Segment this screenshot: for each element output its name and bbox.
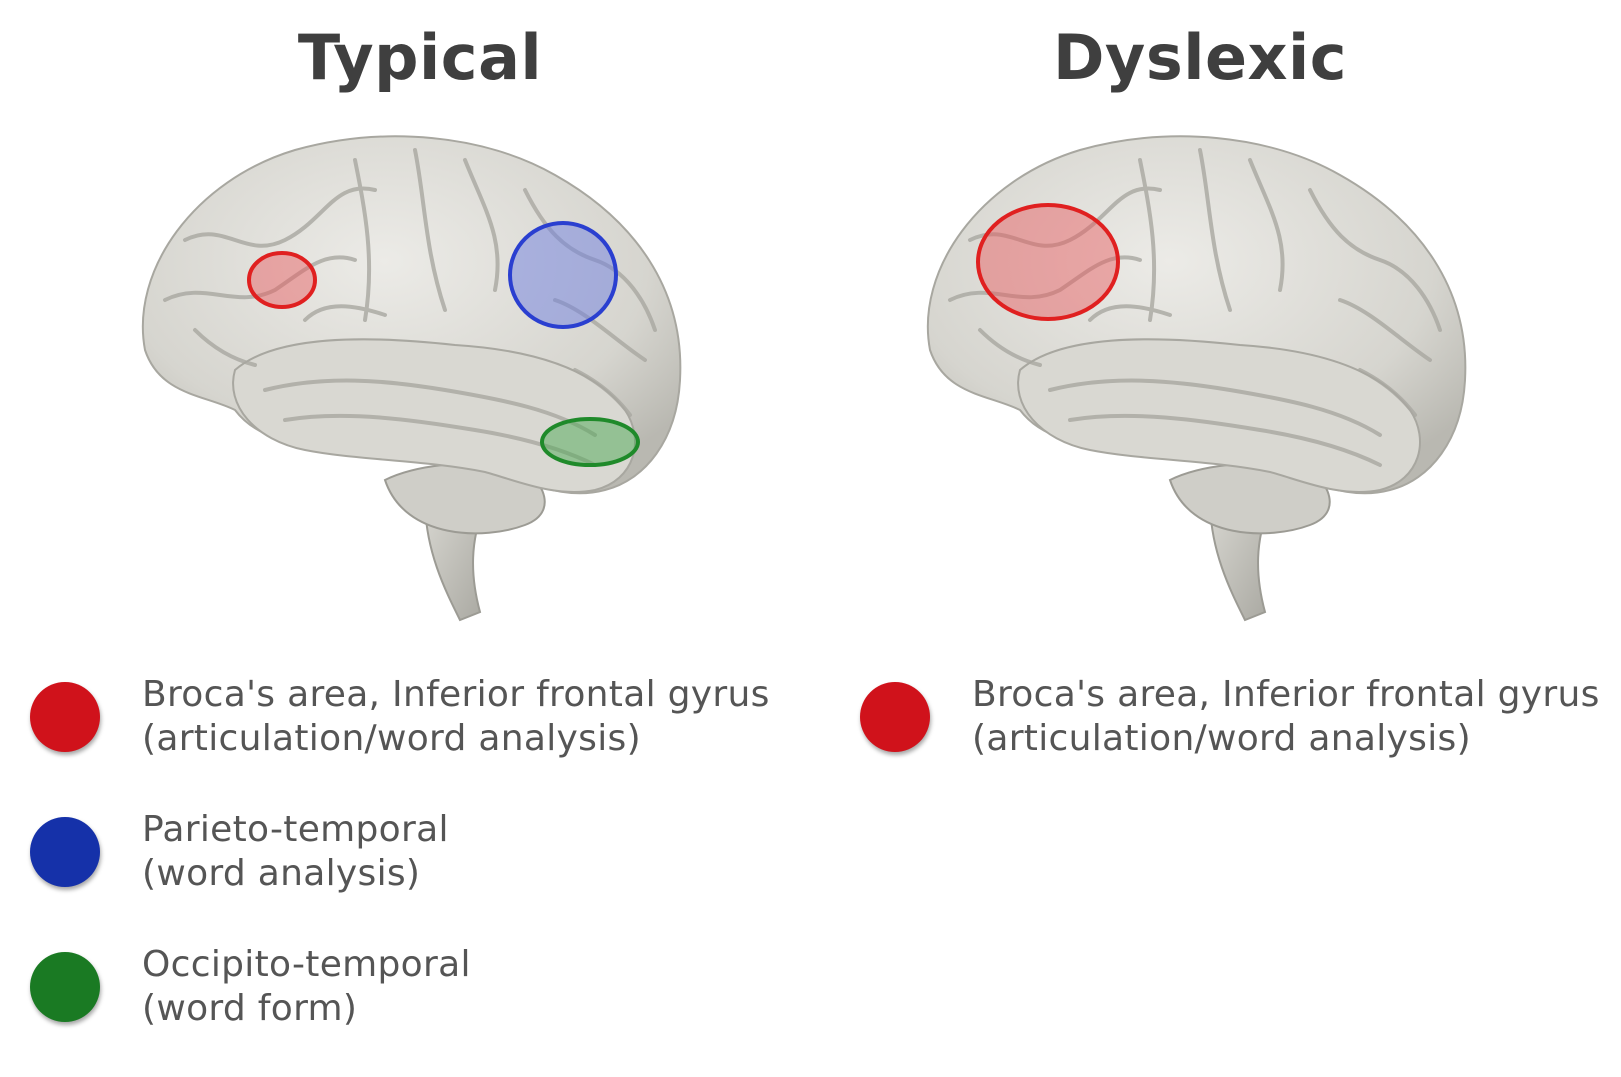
temporal-lobe xyxy=(232,338,636,494)
dyslexic-brain-illustration xyxy=(926,135,1467,622)
legend-label: Broca's area, Inferior frontal gyrus xyxy=(142,674,770,715)
occipito-temporal-region xyxy=(540,417,640,467)
parieto-temporal-region xyxy=(508,221,618,329)
temporal-lobe xyxy=(1017,338,1421,494)
legend-item-parieto-temporal: Parieto-temporal (word analysis) xyxy=(30,808,449,896)
legend-label: Broca's area, Inferior frontal gyrus xyxy=(972,674,1600,715)
typical-title: Typical xyxy=(297,21,543,94)
legend-item-occipito-temporal: Occipito-temporal (word form) xyxy=(30,943,471,1031)
legend-sublabel: (word analysis) xyxy=(142,853,421,894)
broca-region-dyslexic xyxy=(976,203,1120,321)
legend-label: Occipito-temporal xyxy=(142,944,471,985)
broca-region-typical xyxy=(247,251,317,309)
red-dot-icon xyxy=(860,682,930,752)
red-dot-icon xyxy=(30,682,100,752)
dyslexic-title: Dyslexic xyxy=(1052,21,1348,94)
typical-brain-illustration xyxy=(141,135,682,622)
legend-item-broca-dyslexic: Broca's area, Inferior frontal gyrus (ar… xyxy=(860,673,1600,761)
legend-label: Parieto-temporal xyxy=(142,809,449,850)
legend-sublabel: (articulation/word analysis) xyxy=(142,718,641,759)
blue-dot-icon xyxy=(30,817,100,887)
green-dot-icon xyxy=(30,952,100,1022)
legend-sublabel: (word form) xyxy=(142,988,358,1029)
legend-sublabel: (articulation/word analysis) xyxy=(972,718,1471,759)
legend-item-broca-typical: Broca's area, Inferior frontal gyrus (ar… xyxy=(30,673,770,761)
